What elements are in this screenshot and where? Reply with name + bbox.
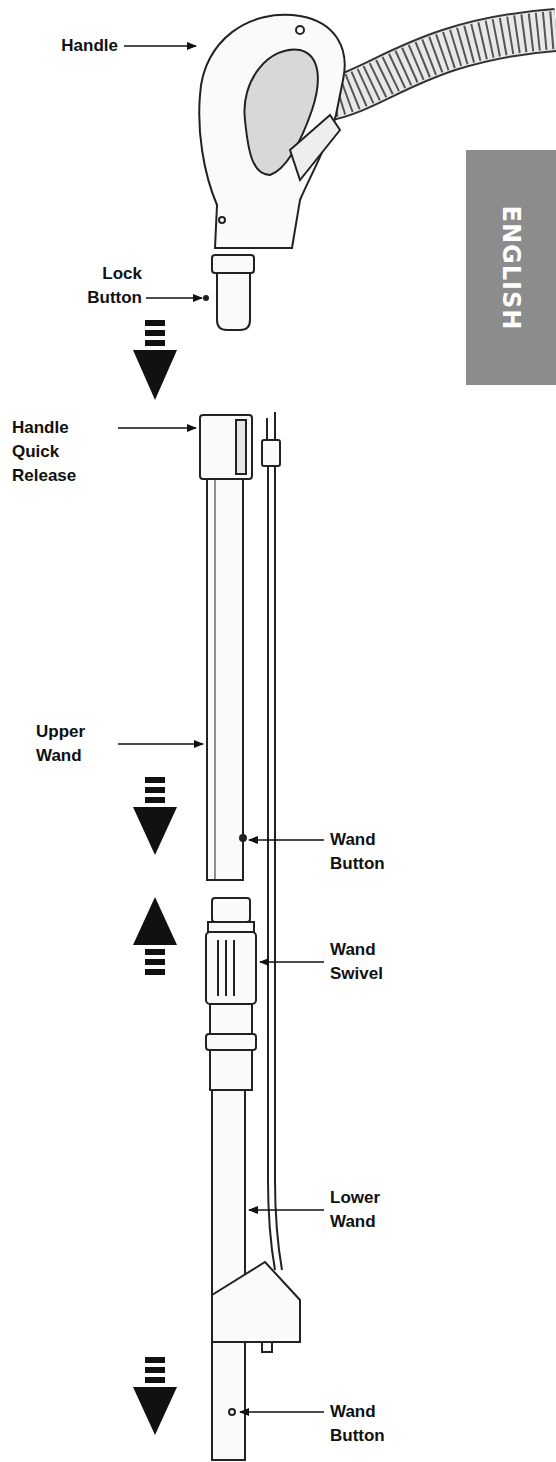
wand-button	[240, 835, 246, 841]
hose	[325, 30, 556, 100]
swivel-base	[210, 1050, 252, 1090]
leader-line	[260, 961, 324, 963]
tube-shade	[215, 479, 216, 880]
leader-line	[249, 839, 324, 841]
leader-line	[118, 743, 203, 745]
lock-collar	[212, 255, 254, 273]
leader-lines	[118, 46, 324, 1412]
swivel-ring	[208, 922, 254, 932]
swivel-rib	[233, 940, 235, 996]
hose-outline	[325, 30, 556, 100]
handle-body	[199, 15, 344, 248]
cord-wire	[268, 466, 275, 1270]
part-label: Wand Button	[330, 828, 420, 876]
part-label: Wand Swivel	[330, 938, 420, 986]
tab-text: ENGLISH	[497, 205, 525, 330]
lower-wand-tube	[212, 1090, 245, 1460]
wand-swivel	[206, 932, 256, 1004]
plug-pin	[266, 418, 268, 440]
handle-neck	[290, 115, 340, 180]
part-label: Handle Quick Release	[12, 416, 108, 488]
release-latch	[236, 420, 246, 474]
cord-wire	[275, 466, 282, 1270]
leader-line	[146, 297, 202, 299]
lock-button	[204, 296, 208, 300]
screw	[219, 217, 225, 223]
leader-line	[118, 427, 196, 429]
swivel-top	[212, 898, 250, 922]
lower-wand-drawing	[206, 898, 300, 1460]
upper-wand-tube	[207, 479, 243, 880]
swivel-rib	[217, 940, 219, 996]
down-arrow	[133, 320, 177, 400]
part-label: Lower Wand	[330, 1186, 420, 1234]
part-label: Lock Button	[70, 262, 142, 310]
up-arrow	[133, 897, 177, 975]
plug-pin	[274, 412, 276, 440]
direction-arrows	[133, 320, 177, 1435]
cord-bracket	[212, 1262, 300, 1342]
upper-wand-drawing	[200, 415, 252, 880]
handle-drawing	[199, 15, 344, 330]
down-arrow	[133, 1357, 177, 1435]
down-arrow	[133, 777, 177, 855]
power-cord	[262, 412, 282, 1270]
part-label: Upper Wand	[36, 720, 112, 768]
swivel-rib	[225, 940, 227, 996]
part-label: Wand Button	[330, 1400, 420, 1448]
screw	[296, 26, 304, 34]
leader-line	[124, 45, 196, 47]
hose-body	[325, 30, 556, 100]
part-label: Handle	[20, 34, 118, 58]
hose-ribs	[325, 30, 556, 100]
leader-line	[240, 1411, 324, 1413]
wand-button	[229, 1409, 235, 1415]
bracket-tab	[262, 1342, 272, 1352]
leader-line	[249, 1209, 324, 1211]
swivel-neck	[210, 1004, 252, 1034]
handle-quick-release	[200, 415, 252, 479]
swivel-ring	[206, 1034, 256, 1050]
handle-nozzle	[217, 273, 250, 330]
cord-plug	[262, 440, 280, 466]
language-tab: ENGLISH	[466, 150, 556, 385]
